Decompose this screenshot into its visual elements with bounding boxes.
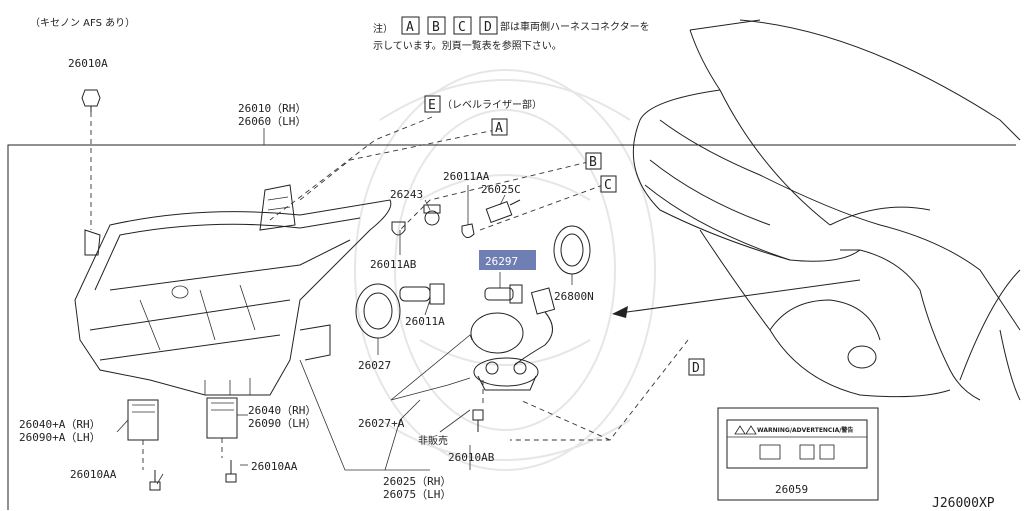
label-26060-lh[interactable]: 26060（LH） — [238, 115, 306, 128]
bolt-26010a — [81, 89, 101, 230]
warning-label-title: WARNING/ADVERTENCIA/警告 — [757, 426, 853, 434]
label-26243[interactable]: 26243 — [390, 188, 423, 201]
label-26010a[interactable]: 26010A — [68, 57, 108, 70]
tag-box-a — [491, 118, 508, 136]
note-line-2: 示しています。別頁一覧表を参照下さい。 — [373, 39, 562, 52]
tag-box-d — [688, 358, 705, 376]
note-letter-boxes: A B C D — [401, 16, 498, 35]
connector-26040a — [127, 399, 159, 470]
book-icon — [819, 444, 835, 460]
bulb-26011ab — [399, 283, 445, 305]
tag-box-b — [585, 152, 602, 170]
connector-26040 — [206, 397, 238, 458]
label-not-sold: 非販売 — [418, 434, 448, 447]
note-letter-d: D — [484, 20, 492, 35]
bolt-26010ab — [472, 380, 484, 432]
warning-triangle-icon — [734, 425, 746, 435]
high-voltage-icon — [759, 444, 781, 460]
label-26010-rh[interactable]: 26010（RH） — [238, 102, 306, 115]
manual-icon — [799, 444, 815, 460]
headlamp-assembly-illustration — [74, 184, 392, 396]
label-26010aa-left[interactable]: 26010AA — [70, 468, 117, 481]
label-26025c[interactable]: 26025C — [481, 183, 521, 196]
bulb-26243 — [391, 204, 441, 236]
leader-lines — [116, 128, 573, 485]
part-highlight-26297 — [479, 250, 536, 270]
tag-d: D — [692, 361, 700, 376]
location-arrow-line — [619, 279, 861, 314]
label-26011aa[interactable]: 26011AA — [443, 170, 490, 183]
tag-e-text: （レベルライザー部） — [442, 98, 542, 111]
label-26010ab[interactable]: 26010AB — [448, 451, 495, 464]
label-26040-rh[interactable]: 26040（RH） — [248, 404, 316, 417]
note-prefix: 注） — [373, 22, 393, 35]
label-26090-lh[interactable]: 26090（LH） — [248, 417, 316, 430]
label-26040a-rh[interactable]: 26040+A（RH） — [19, 418, 101, 431]
label-26027a[interactable]: 26027+A — [358, 417, 405, 430]
label-26011a[interactable]: 26011A — [405, 315, 445, 328]
tag-b: B — [589, 155, 597, 170]
tag-box-e — [424, 95, 441, 113]
socket-26025c — [485, 199, 521, 223]
label-26027[interactable]: 26027 — [358, 359, 391, 372]
location-arrow-head — [612, 306, 628, 318]
label-26059[interactable]: 26059 — [775, 483, 808, 496]
note-letter-b: B — [432, 20, 440, 35]
ballast-26025 — [473, 357, 539, 391]
diagram-code: J26000XP — [932, 496, 995, 511]
ring-26011a — [470, 312, 524, 354]
note-letter-a: A — [406, 20, 414, 35]
watermark-emblem — [354, 69, 656, 471]
warning-triangle-icon-2 — [745, 425, 757, 435]
bolt-26010aa-left — [149, 470, 161, 491]
label-26800n[interactable]: 26800N — [554, 290, 594, 303]
label-26010aa-right[interactable]: 26010AA — [251, 460, 298, 473]
label-26075-lh[interactable]: 26075（LH） — [383, 488, 451, 501]
ring-26027 — [355, 283, 401, 339]
label-26090a-lh[interactable]: 26090+A（LH） — [19, 431, 101, 444]
note-letter-c: C — [458, 20, 466, 35]
variant-note: （キセノン AFS あり） — [30, 17, 135, 29]
label-26011ab[interactable]: 26011AB — [370, 258, 417, 271]
label-26297[interactable]: 26297 — [485, 255, 518, 268]
label-26025-rh[interactable]: 26025（RH） — [383, 475, 451, 488]
tag-e: E — [428, 98, 436, 113]
bulb-26011aa — [461, 223, 475, 238]
tag-box-c — [600, 175, 617, 193]
main-frame — [7, 144, 1016, 510]
bulb-26297 — [484, 284, 523, 304]
warning-label-box — [717, 407, 879, 501]
tag-a: A — [495, 121, 503, 136]
cap-26800n — [553, 225, 591, 275]
vehicle-front-illustration — [632, 19, 1021, 401]
connector-reference-lines — [269, 116, 689, 441]
igniter-connector — [514, 287, 556, 366]
tag-c: C — [604, 178, 612, 193]
note-line-1: 部は車両側ハーネスコネクターを — [500, 20, 650, 33]
bolt-26010aa-right — [225, 460, 237, 483]
